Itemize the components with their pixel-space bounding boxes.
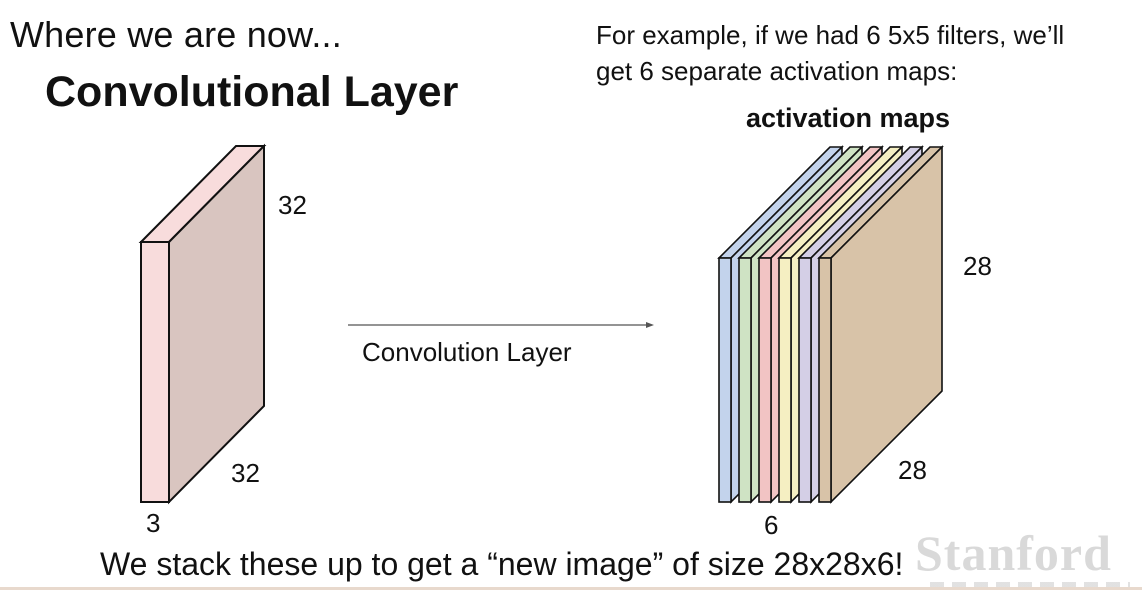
convolution-layer-label: Convolution Layer xyxy=(362,337,572,367)
activation-map-front xyxy=(718,257,732,503)
input-height-label: 32 xyxy=(278,190,307,220)
bottom-caption: We stack these up to get a “new image” o… xyxy=(100,546,904,582)
output-depth-label: 6 xyxy=(764,510,779,540)
output-height-label: 28 xyxy=(963,251,992,281)
input-volume xyxy=(138,143,267,505)
activation-map-front xyxy=(798,257,812,503)
activation-maps xyxy=(717,145,944,504)
activation-map-6 xyxy=(817,145,944,504)
example-text-line-2: get 6 separate activation maps: xyxy=(596,56,958,86)
activation-map-front xyxy=(738,257,752,503)
activation-map-front xyxy=(778,257,792,503)
input-width-label: 32 xyxy=(231,458,260,488)
activation-map-front xyxy=(818,257,832,503)
heading-where-we-are: Where we are now... xyxy=(10,14,342,55)
input-volume-front xyxy=(140,241,170,503)
page-title: Convolutional Layer xyxy=(45,68,459,116)
output-width-label: 28 xyxy=(898,455,927,485)
example-text-line-1: For example, if we had 6 5x5 filters, we… xyxy=(596,20,1065,50)
slide-bottom-border xyxy=(0,587,1142,590)
right-arrow-icon xyxy=(348,322,654,328)
input-depth-label: 3 xyxy=(146,508,161,538)
stanford-watermark: Stanford xyxy=(915,525,1112,581)
watermark-subtext xyxy=(930,582,1130,590)
activation-map-front xyxy=(758,257,772,503)
activation-maps-title: activation maps xyxy=(746,103,951,133)
